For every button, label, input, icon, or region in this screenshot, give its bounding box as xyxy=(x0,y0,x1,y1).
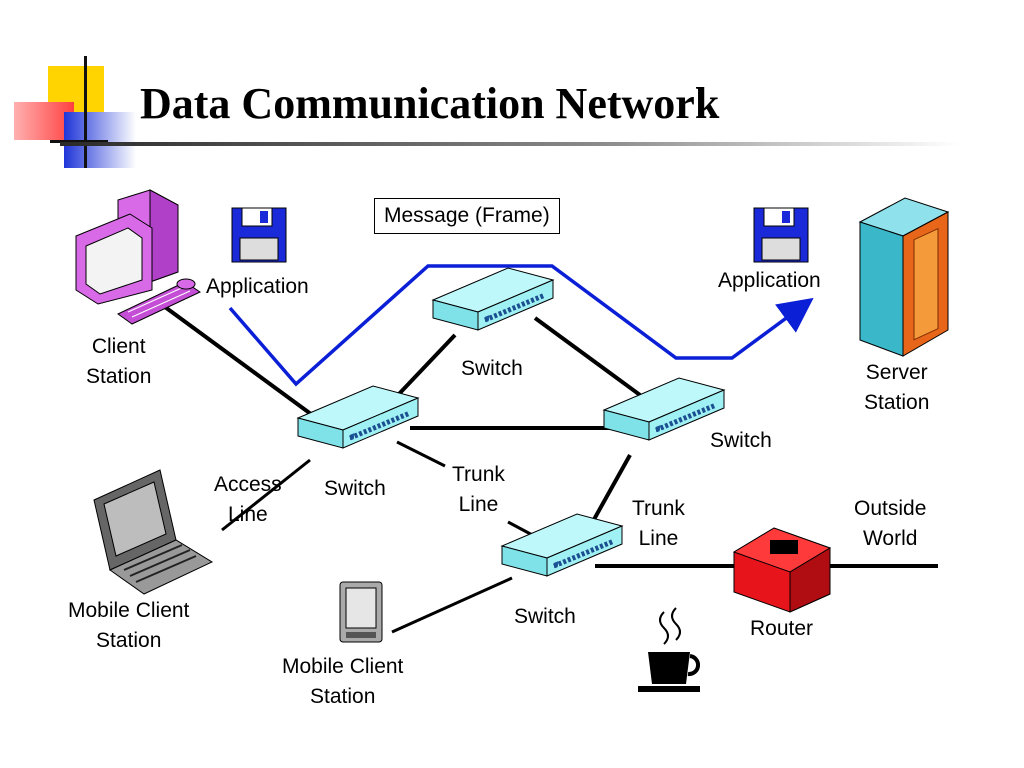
pda-icon xyxy=(339,581,383,643)
slide-title: Data Communication Network xyxy=(140,79,720,128)
link-client-switch xyxy=(163,305,332,430)
network-switch-icon xyxy=(298,386,418,448)
message-path xyxy=(228,264,814,387)
link-switchtop-switchright xyxy=(533,316,642,397)
network-switch-icon xyxy=(433,268,553,330)
desktop-computer-icon xyxy=(75,189,202,325)
switch-left-label: Switch xyxy=(324,477,386,500)
application-left-label: Application xyxy=(206,275,309,298)
switch-top-label: Switch xyxy=(461,357,523,380)
laptop-icon xyxy=(93,469,214,595)
link-pda-switch xyxy=(391,576,513,634)
link-trunk-1 xyxy=(396,440,446,468)
server-tower-icon xyxy=(858,197,950,357)
floppy-disk-icon xyxy=(753,207,809,263)
link-switchleft-switchtop xyxy=(396,333,457,397)
message-frame-label: Message (Frame) xyxy=(374,198,560,234)
network-switch-icon xyxy=(604,378,724,440)
router-label: Router xyxy=(750,617,814,640)
switch-bottom-label: Switch xyxy=(514,605,576,628)
title-underline xyxy=(60,142,960,146)
application-right-label: Application xyxy=(718,269,821,292)
link-switchright-switchbottom xyxy=(590,454,632,524)
switch-right-label: Switch xyxy=(710,429,772,452)
floppy-disk-icon xyxy=(231,207,287,263)
link-laptop-switch xyxy=(221,458,311,532)
router-icon xyxy=(732,527,832,613)
coffee-cup-icon xyxy=(638,607,700,692)
